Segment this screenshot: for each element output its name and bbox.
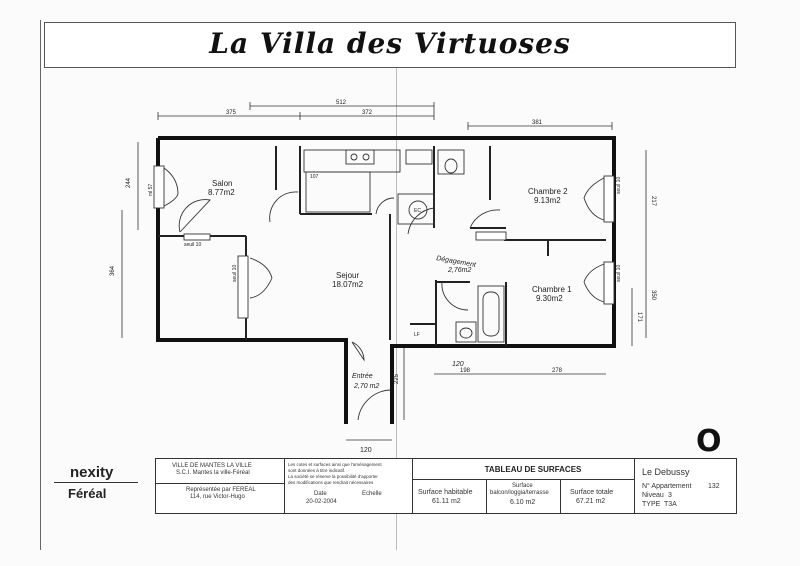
date-label: Date: [314, 491, 327, 497]
note-line-1: Les cotes et surfaces ainsi que l'aménag…: [288, 462, 382, 467]
dim-120-entry: 120: [360, 447, 372, 454]
label-ec: EC: [414, 208, 421, 214]
note-line-2: sont données à titre indicatif.: [288, 468, 346, 473]
cart-div-1: [284, 459, 285, 513]
cart-div-6: [486, 479, 487, 513]
type-value: T3A: [664, 501, 677, 508]
seuil-sejour: seuil 10: [232, 265, 238, 282]
scale-label: Echelle: [362, 491, 382, 497]
title-block: VILLE DE MANTES LA VILLE S.C.I. Mantes l…: [155, 458, 737, 514]
cart-div-2: [412, 459, 413, 513]
fereal-logo: Féréal: [68, 486, 107, 501]
seuil-chambre2: seuil 10: [616, 177, 622, 194]
apt-value: 132: [708, 483, 720, 490]
niveau-value: 3: [668, 492, 672, 499]
title-banner: La Villa des Virtuoses: [44, 22, 736, 68]
label-ml57: ml 57: [148, 184, 154, 196]
nexity-logo: nexity: [70, 464, 114, 481]
dim-120-hall: 120: [452, 361, 464, 368]
wall-exterior-left: [156, 138, 348, 424]
cart-div-7: [560, 479, 561, 513]
balcon-label-1: Surface: [512, 483, 533, 489]
seuil-chambre1: seuil 10: [616, 265, 622, 282]
room-degagement-area: 2,76m2: [447, 267, 471, 274]
niveau-label: Niveau: [642, 492, 664, 499]
dim-381: 381: [532, 120, 543, 126]
logo-rule: [54, 482, 138, 483]
dim-375: 375: [226, 110, 237, 116]
cart-div-4: [156, 483, 284, 484]
corner-mark: O: [696, 424, 722, 459]
room-entree-name: Entrée: [352, 373, 373, 380]
label-lf: LF: [414, 332, 420, 338]
dim-512: 512: [336, 100, 347, 106]
type-label: TYPE: [642, 501, 661, 508]
room-chambre1-area: 9.30m2: [536, 294, 563, 303]
cart-div-5: [412, 479, 634, 480]
room-salon-area: 8.77m2: [208, 188, 235, 197]
dim-225: 225: [394, 373, 400, 384]
cart-div-3: [634, 459, 635, 513]
dim-198: 198: [460, 368, 471, 374]
balcon-value: 6.10 m2: [510, 499, 536, 506]
balcon-label-2: balcon/loggia/terrasse: [490, 490, 549, 496]
owner-line-2: S.C.I. Mantes la ville-Féréal: [176, 470, 250, 476]
rep-line-2: 114, rue Victor-Hugo: [190, 494, 245, 500]
room-salon-name: Salon: [212, 179, 232, 188]
dim-217: 217: [650, 196, 656, 207]
building-name: Le Debussy: [642, 467, 690, 477]
dim-244: 244: [126, 177, 132, 188]
owner-line-1: VILLE DE MANTES LA VILLE: [172, 463, 252, 469]
totale-value: 67.21 m2: [576, 498, 606, 505]
totale-label: Surface totale: [570, 489, 614, 496]
seuil-salon: seuil 10: [184, 242, 201, 248]
sheet-left-border: [40, 20, 41, 550]
wall-exterior-right: [158, 136, 616, 424]
room-chambre2-area: 9.13m2: [534, 196, 561, 205]
room-chambre1-name: Chambre 1: [532, 285, 572, 294]
habitable-value: 61.11 m2: [432, 498, 461, 505]
rep-line-1: Représentée par FEREAL: [186, 487, 256, 493]
dim-364: 364: [110, 265, 116, 276]
note-line-4: des modifications que rendrait nécessair…: [288, 480, 374, 485]
habitable-label: Surface habitable: [418, 489, 473, 496]
dim-278: 278: [552, 368, 563, 374]
room-entree-area: 2,70 m2: [353, 383, 379, 390]
room-sejour-name: Sejour: [336, 271, 359, 280]
sheet-fold-line: [396, 66, 397, 550]
plan-title: La Villa des Virtuoses: [209, 27, 571, 60]
dim-171: 171: [636, 312, 642, 323]
apt-label: N° Appartement: [642, 483, 692, 490]
room-chambre2-name: Chambre 2: [528, 187, 568, 196]
dim-372: 372: [362, 110, 373, 116]
dim-350: 350: [650, 290, 656, 301]
note-line-3: La société se réserve la possibilité d'a…: [288, 474, 378, 479]
surfaces-table-title: TABLEAU DE SURFACES: [484, 465, 582, 474]
date-value: 20-02-2004: [306, 499, 337, 505]
label-107: 107: [310, 174, 319, 180]
room-sejour-area: 18.07m2: [332, 280, 364, 289]
